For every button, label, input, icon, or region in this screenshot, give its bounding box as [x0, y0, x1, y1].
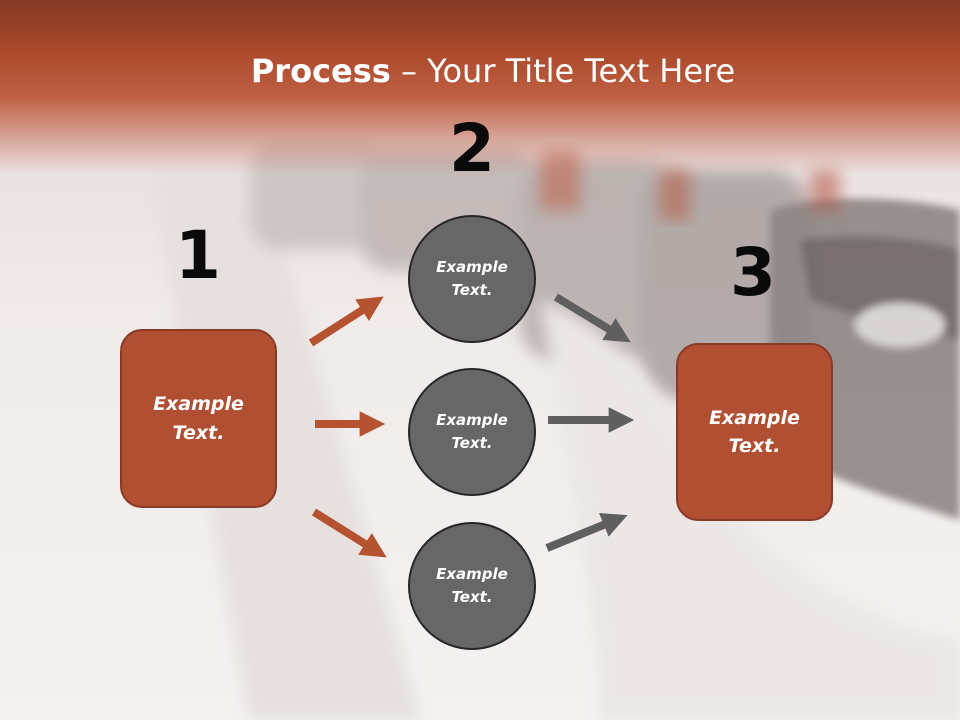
process-circle-middle-label: Example Text. [436, 410, 508, 452]
process-circle-top-label: Example Text. [436, 257, 508, 299]
step-number-1: 1 [175, 217, 221, 294]
step-number-3: 3 [730, 234, 776, 311]
title-bold: Process [250, 52, 391, 90]
title-band [0, 0, 960, 175]
slide-title: Process – Your Title Text Here [0, 52, 960, 90]
process-box-left[interactable]: Example Text. [120, 329, 277, 508]
process-box-right-label: Example Text. [709, 406, 800, 458]
process-box-left-label: Example Text. [153, 393, 244, 444]
step-number-2: 2 [449, 110, 495, 187]
process-circle-middle[interactable]: Example Text. [408, 368, 536, 496]
process-circle-bottom[interactable]: Example Text. [408, 522, 536, 650]
process-box-right[interactable]: Example Text. [676, 343, 833, 521]
process-circle-bottom-label: Example Text. [436, 564, 508, 606]
process-circle-top[interactable]: Example Text. [408, 215, 536, 343]
title-rest: – Your Title Text Here [390, 52, 736, 90]
